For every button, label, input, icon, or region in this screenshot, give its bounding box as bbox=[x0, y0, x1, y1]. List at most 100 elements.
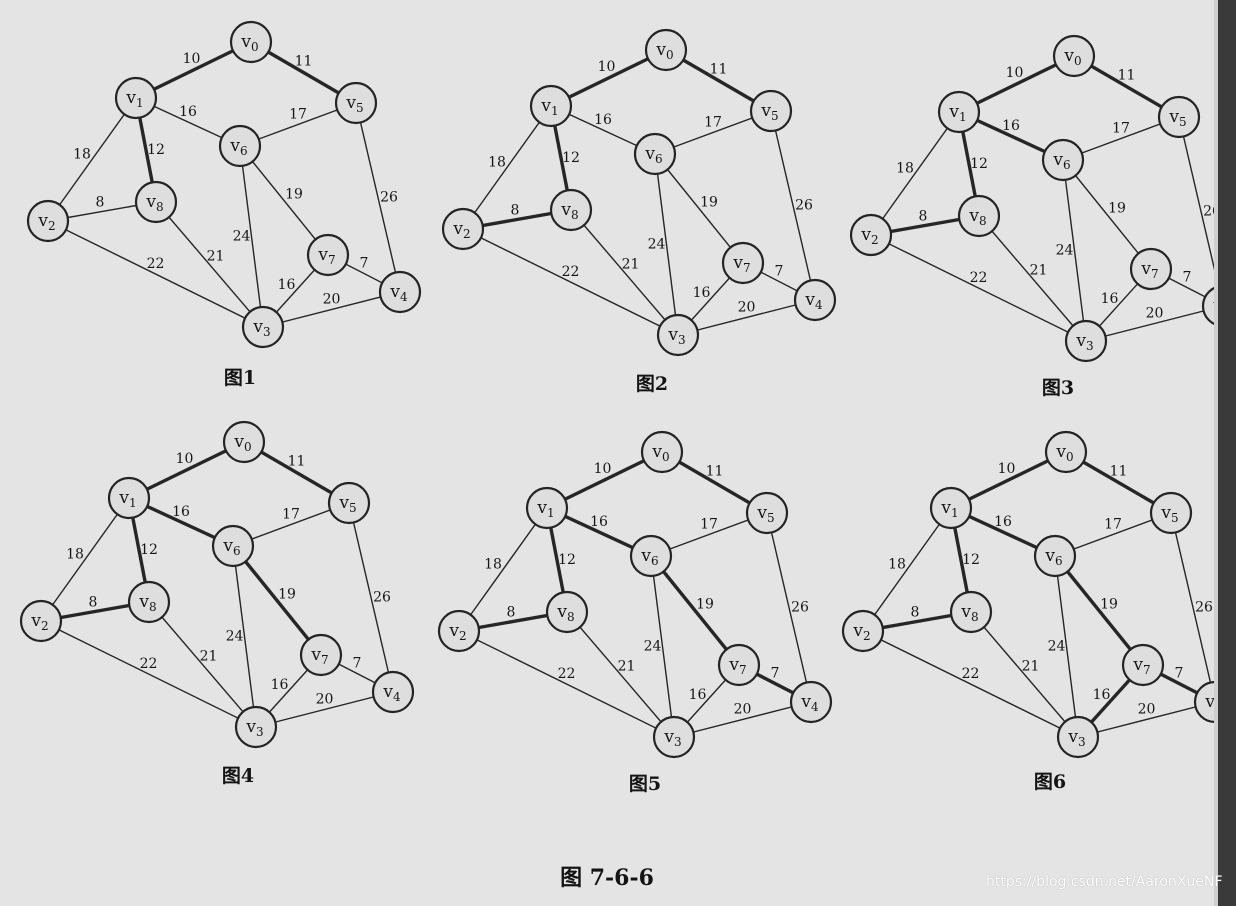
node-label-v2: v2 bbox=[852, 621, 870, 643]
weight-label-v0-v1: 10 bbox=[998, 461, 1016, 477]
weight-label-v1-v2: 18 bbox=[488, 155, 506, 171]
weight-label-v0-v5: 11 bbox=[1118, 68, 1136, 84]
node-label-v0: v0 bbox=[233, 432, 251, 454]
node-v0: v0 bbox=[1052, 34, 1096, 78]
weight-label-v1-v2: 18 bbox=[484, 557, 502, 573]
node-label-v2: v2 bbox=[452, 219, 470, 241]
edge-v3-v4 bbox=[1085, 305, 1224, 342]
node-label-v0: v0 bbox=[651, 442, 669, 464]
weight-label-v6-v7: 19 bbox=[1100, 597, 1118, 613]
node-label-v1: v1 bbox=[940, 498, 958, 520]
node-label-v3: v3 bbox=[252, 317, 270, 339]
node-v1: v1 bbox=[929, 486, 973, 530]
node-label-v2: v2 bbox=[30, 611, 48, 633]
edge-v6-v3 bbox=[239, 145, 264, 328]
weight-label-v1-v2: 18 bbox=[73, 147, 91, 163]
edge-v6-v7 bbox=[654, 153, 744, 264]
weight-label-v1-v6: 16 bbox=[994, 514, 1012, 530]
edge-v8-v3 bbox=[570, 209, 679, 336]
edge-v1-v2 bbox=[870, 111, 960, 236]
weight-label-v8-v3: 21 bbox=[207, 249, 225, 265]
weight-label-v2-v3: 22 bbox=[558, 666, 576, 682]
edge-v1-v2 bbox=[458, 507, 548, 632]
node-v7: v7 bbox=[1129, 247, 1173, 291]
edge-v6-v7 bbox=[649, 554, 741, 667]
weight-label-v6-v3: 24 bbox=[648, 237, 666, 253]
weight-label-v6-v5: 17 bbox=[289, 107, 307, 123]
weight-label-v7-v3: 16 bbox=[271, 677, 289, 693]
node-v1: v1 bbox=[525, 486, 569, 530]
node-label-v6: v6 bbox=[229, 136, 247, 158]
edge-v6-v7 bbox=[239, 145, 329, 256]
node-v1: v1 bbox=[114, 76, 158, 120]
node-label-v8: v8 bbox=[560, 200, 578, 222]
node-v5: v5 bbox=[1157, 95, 1201, 139]
edge-v0-v1 bbox=[549, 48, 668, 108]
node-label-v6: v6 bbox=[640, 546, 658, 568]
node-label-v3: v3 bbox=[1075, 331, 1093, 353]
weight-label-v0-v1: 10 bbox=[1006, 65, 1024, 81]
node-v6: v6 bbox=[633, 132, 677, 176]
edge-v6-v7 bbox=[1053, 554, 1145, 667]
node-v2: v2 bbox=[437, 609, 481, 653]
node-v7: v7 bbox=[721, 241, 765, 285]
node-v2: v2 bbox=[26, 199, 70, 243]
panel-caption-6: 图6 bbox=[1034, 771, 1066, 793]
node-label-v3: v3 bbox=[1067, 727, 1085, 749]
edge-v0-v1 bbox=[127, 440, 246, 500]
weight-label-v3-v4: 20 bbox=[1138, 702, 1156, 718]
edge-v5-v4 bbox=[348, 502, 394, 693]
weight-label-v7-v3: 16 bbox=[689, 687, 707, 703]
node-v3: v3 bbox=[656, 313, 700, 357]
panel-caption-2: 图2 bbox=[636, 373, 668, 395]
weight-label-v5-v4: 26 bbox=[373, 590, 391, 606]
edge-v2-v3 bbox=[40, 620, 257, 728]
weight-label-v1-v8: 12 bbox=[558, 552, 576, 568]
node-label-v5: v5 bbox=[756, 503, 774, 525]
node-label-v0: v0 bbox=[1063, 46, 1081, 68]
node-label-v8: v8 bbox=[138, 592, 156, 614]
weight-label-v0-v5: 11 bbox=[1110, 464, 1128, 480]
weight-label-v3-v4: 20 bbox=[734, 702, 752, 718]
weight-label-v1-v6: 16 bbox=[1002, 118, 1020, 134]
watermark: https://blog.csdn.net/AaronXueNF bbox=[986, 874, 1223, 890]
weight-label-v0-v5: 11 bbox=[295, 54, 313, 70]
edge-v2-v3 bbox=[462, 228, 679, 336]
node-v0: v0 bbox=[229, 20, 273, 64]
node-v8: v8 bbox=[949, 590, 993, 634]
weight-label-v5-v4: 26 bbox=[380, 190, 398, 206]
node-v7: v7 bbox=[306, 233, 350, 277]
node-v5: v5 bbox=[327, 481, 371, 525]
edge-v0-v1 bbox=[957, 54, 1076, 114]
node-v7: v7 bbox=[299, 633, 343, 677]
node-v5: v5 bbox=[1149, 491, 1193, 535]
weight-label-v2-v3: 22 bbox=[140, 656, 158, 672]
weight-label-v6-v3: 24 bbox=[1056, 243, 1074, 259]
weight-label-v8-v3: 21 bbox=[200, 649, 218, 665]
edge-v0-v1 bbox=[134, 40, 253, 100]
weight-label-v6-v5: 17 bbox=[700, 517, 718, 533]
node-label-v7: v7 bbox=[1132, 655, 1150, 677]
node-v2: v2 bbox=[441, 207, 485, 251]
edge-v2-v3 bbox=[458, 630, 675, 738]
weight-label-v2-v8: 8 bbox=[96, 195, 105, 211]
edge-v5-v4 bbox=[1170, 512, 1216, 703]
panel-caption-5: 图5 bbox=[629, 773, 661, 795]
edge-v3-v4 bbox=[255, 691, 394, 728]
weight-label-v1-v2: 18 bbox=[66, 547, 84, 563]
weight-label-v2-v8: 8 bbox=[919, 209, 928, 225]
node-label-v7: v7 bbox=[1140, 259, 1158, 281]
node-v2: v2 bbox=[841, 609, 885, 653]
node-label-v7: v7 bbox=[732, 253, 750, 275]
weight-label-v1-v8: 12 bbox=[562, 150, 580, 166]
node-v8: v8 bbox=[549, 188, 593, 232]
node-label-v3: v3 bbox=[667, 325, 685, 347]
weight-label-v0-v1: 10 bbox=[176, 451, 194, 467]
figure-caption: 图 7-6-6 bbox=[560, 865, 654, 891]
node-label-v7: v7 bbox=[310, 645, 328, 667]
weight-label-v2-v3: 22 bbox=[970, 270, 988, 286]
edge-v5-v4 bbox=[770, 110, 816, 301]
node-v8: v8 bbox=[134, 180, 178, 224]
